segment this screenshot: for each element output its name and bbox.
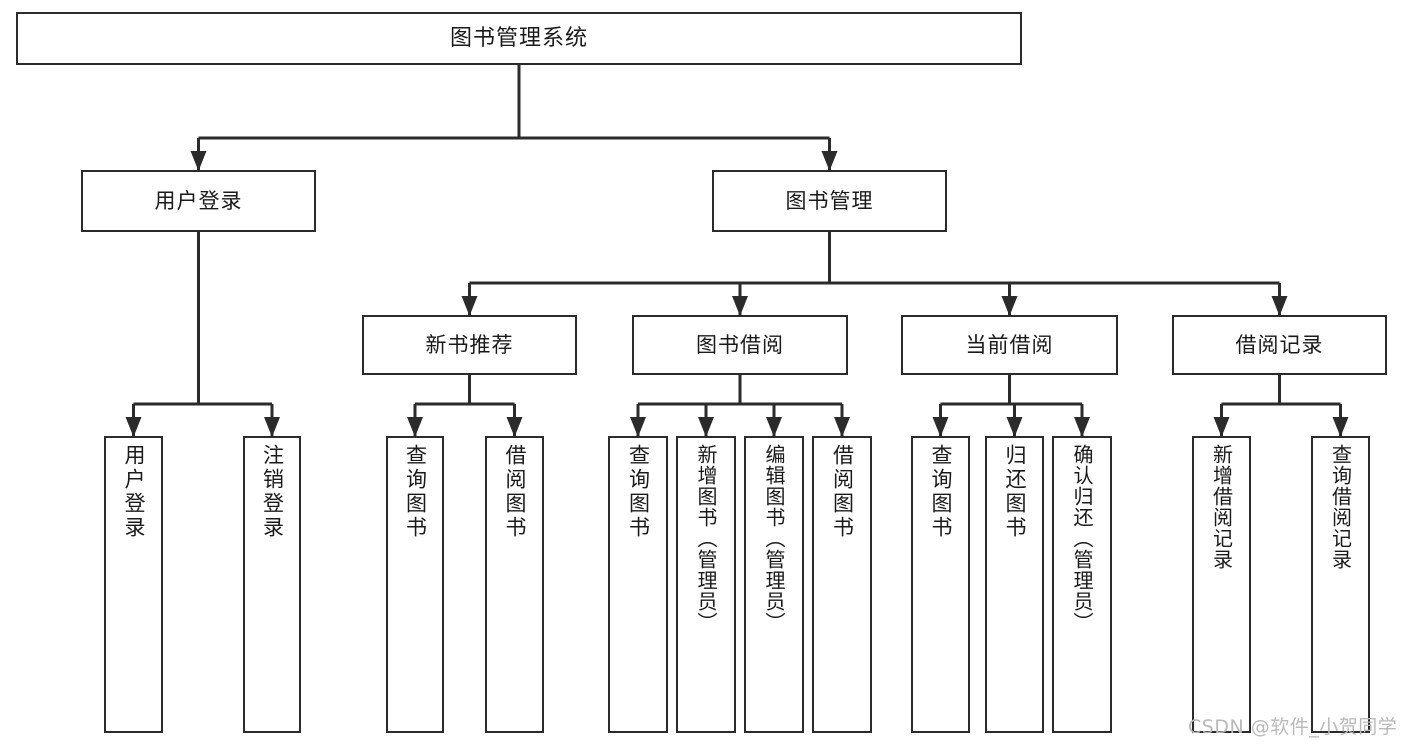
leaf-logout-label: 注销登录	[260, 444, 285, 540]
node-book-manage[interactable]: 图书管理	[712, 170, 947, 232]
leaf-return-book-label: 归还图书	[1003, 444, 1027, 540]
node-borrow-record-label: 借阅记录	[1235, 332, 1324, 357]
node-user-login[interactable]: 用户登录	[81, 170, 316, 232]
node-new-book-recommend-label: 新书推荐	[425, 332, 514, 357]
leaf-user-login-label: 用户登录	[122, 444, 146, 540]
node-book-manage-label: 图书管理	[785, 188, 874, 213]
leaf-add-book[interactable]: 新增图书（管理员）	[676, 436, 736, 733]
leaf-edit-book[interactable]: 编辑图书（管理员）	[744, 436, 804, 733]
node-root[interactable]: 图书管理系统	[16, 12, 1022, 65]
leaf-edit-book-label: 编辑图书（管理员）	[762, 444, 786, 633]
leaf-confirm-return[interactable]: 确认归还（管理员）	[1052, 436, 1112, 733]
node-borrow-record[interactable]: 借阅记录	[1172, 315, 1387, 375]
leaf-query-book-2-label: 查询图书	[626, 444, 651, 540]
node-current-borrow[interactable]: 当前借阅	[901, 315, 1118, 375]
watermark: CSDN @软件_小贺同学	[1188, 716, 1398, 738]
leaf-logout[interactable]: 注销登录	[243, 436, 301, 733]
leaf-user-login[interactable]: 用户登录	[104, 436, 163, 733]
leaf-query-book-1-label: 查询图书	[403, 444, 428, 540]
node-root-label: 图书管理系统	[449, 25, 588, 51]
leaf-borrow-book-1-label: 借阅图书	[503, 444, 527, 540]
leaf-borrow-book-1[interactable]: 借阅图书	[485, 436, 544, 733]
node-user-login-label: 用户登录	[154, 188, 243, 213]
node-book-borrow-label: 图书借阅	[696, 332, 784, 357]
leaf-return-book[interactable]: 归还图书	[985, 436, 1044, 733]
leaf-confirm-return-label: 确认归还（管理员）	[1070, 444, 1094, 633]
leaf-query-borrow-record-label: 查询借阅记录	[1328, 444, 1353, 570]
leaf-query-book-2[interactable]: 查询图书	[608, 436, 668, 733]
leaf-add-book-label: 新增图书（管理员）	[694, 444, 718, 633]
node-current-borrow-label: 当前借阅	[965, 332, 1054, 357]
leaf-query-book-3[interactable]: 查询图书	[911, 436, 970, 733]
leaf-borrow-book-2[interactable]: 借阅图书	[812, 436, 872, 733]
leaf-query-book-3-label: 查询图书	[929, 444, 953, 540]
node-book-borrow[interactable]: 图书借阅	[632, 315, 848, 375]
leaf-query-book-1[interactable]: 查询图书	[386, 436, 444, 733]
leaf-add-borrow-record[interactable]: 新增借阅记录	[1192, 436, 1251, 733]
leaf-add-borrow-record-label: 新增借阅记录	[1209, 444, 1234, 570]
leaf-borrow-book-2-label: 借阅图书	[830, 444, 855, 540]
node-new-book-recommend[interactable]: 新书推荐	[362, 315, 577, 375]
leaf-query-borrow-record[interactable]: 查询借阅记录	[1311, 436, 1370, 733]
